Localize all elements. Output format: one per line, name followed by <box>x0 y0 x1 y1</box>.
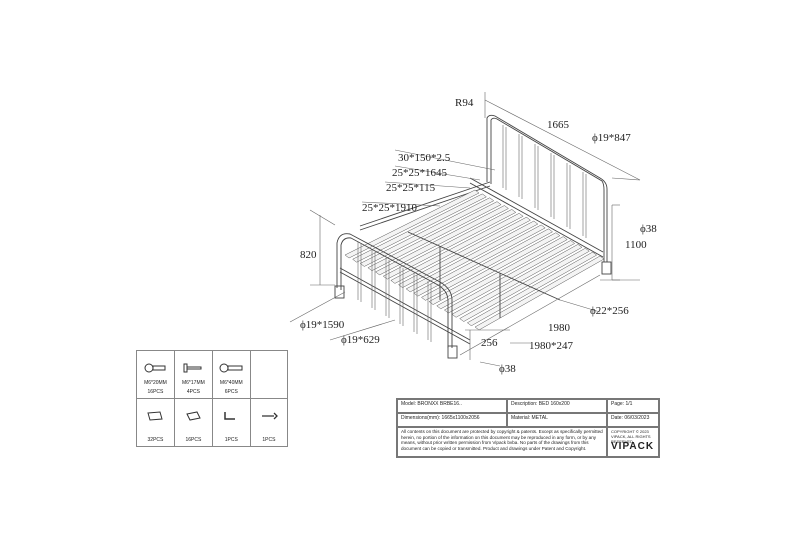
hardware-name: M6*17MM <box>181 380 205 386</box>
bed-slat <box>344 189 480 259</box>
cap-icon <box>137 407 174 425</box>
dim-leg-38-bottom: ϕ38 <box>499 363 516 375</box>
dim-rail-1980-247: 1980*247 <box>529 340 574 352</box>
hardware-qty: 6PCS <box>224 389 238 395</box>
dim-rail-1645: 25*25*1645 <box>392 167 448 179</box>
dim-rail-30: 30*150*2.5 <box>398 152 451 164</box>
center-support <box>407 231 561 318</box>
copyright-notice: All contents on this document are protec… <box>397 427 607 457</box>
hardware-qty: 32PCS <box>147 437 164 443</box>
bed-slat <box>428 232 561 305</box>
dim-r94: R94 <box>455 97 474 109</box>
material-cell: Material: METAL <box>507 413 607 427</box>
hardware-qty: 1PCS <box>262 437 276 443</box>
title-block: Model: BRONXX BRBE16.. Description: BED … <box>396 398 660 458</box>
dim-foot-tube-629: ϕ19*629 <box>341 334 380 346</box>
bed-slat <box>421 228 553 301</box>
bed-slat <box>474 255 605 331</box>
bed-slat <box>352 193 487 263</box>
bolt-icon <box>175 359 212 377</box>
dim-rail-115: 25*25*115 <box>386 182 436 194</box>
footboard <box>334 233 458 359</box>
screw-icon <box>137 359 174 377</box>
dim-length-1980: 1980 <box>548 322 571 334</box>
dim-leg-256: 256 <box>481 337 498 349</box>
hardware-qty: 4PCS <box>186 389 200 395</box>
copyright-line: COPYRIGHT © 2023 VIPACK, ALL RIGHTS RESE… <box>611 429 651 444</box>
hardware-cell: 16PCS <box>173 398 213 447</box>
hardware-qty: 16PCS <box>185 437 202 443</box>
dim-foot-tube-1590: ϕ19*1590 <box>300 319 345 331</box>
dim-leg-38-right: ϕ38 <box>640 223 657 235</box>
allen-key-icon <box>213 407 250 425</box>
bed-slat <box>443 240 576 314</box>
bed-slat <box>359 197 495 267</box>
hardware-cell: 32PCS <box>136 398 175 447</box>
headboard <box>486 114 612 275</box>
vipack-logo: VIPACK <box>611 441 655 452</box>
dimension-lines <box>289 92 641 367</box>
hardware-cell: M6*40MM 6PCS <box>211 350 251 399</box>
dim-rail-1910: 25*25*1910 <box>362 202 418 214</box>
bed-slat <box>405 220 539 293</box>
bed-slat <box>459 247 590 322</box>
wrench-icon <box>251 407 287 425</box>
hardware-cell: 1PCS <box>249 398 289 447</box>
hardware-name: M6*20MM <box>144 380 167 386</box>
hardware-name: M6*40MM <box>219 380 243 386</box>
dim-top-width: 1665 <box>547 119 570 131</box>
hardware-cell <box>249 350 289 399</box>
hardware-table: M6*20MM 16PCS M6*17MM 4PCS M6*40MM 6PCS <box>136 350 289 447</box>
hardware-qty: 16PCS <box>147 389 164 395</box>
model-cell: Model: BRONXX BRBE16.. <box>397 399 507 413</box>
long-screw-icon <box>213 359 250 377</box>
bed-slat <box>398 216 531 288</box>
dim-height-820: 820 <box>300 249 317 261</box>
foot-pad-icon <box>175 407 212 425</box>
hardware-cell: M6*17MM 4PCS <box>173 350 213 399</box>
dim-height-1100: 1100 <box>625 239 647 251</box>
dimensions-cell: Dimensions(mm): 1665x1100x2056 <box>397 413 507 427</box>
dim-head-tube: ϕ19*847 <box>592 132 631 144</box>
dimension-labels: R94 1665 ϕ19*847 30*150*2.5 25*25*1645 2… <box>300 97 657 375</box>
hardware-qty: 1PCS <box>224 437 238 443</box>
bed-slat <box>413 224 546 297</box>
hardware-cell: 1PCS <box>211 398 251 447</box>
hardware-cell: M6*20MM 16PCS <box>136 350 175 399</box>
bed-slat <box>390 212 524 284</box>
bed-slat <box>436 236 568 310</box>
date-cell: Date: 06/03/2023 <box>607 413 659 427</box>
description-cell: Description: BED 160x200 <box>507 399 607 413</box>
dim-center-leg: ϕ22*256 <box>590 305 629 317</box>
bed-slat <box>367 201 502 271</box>
bed-slat <box>375 205 509 276</box>
page-cell: Page: 1/1 <box>607 399 659 413</box>
